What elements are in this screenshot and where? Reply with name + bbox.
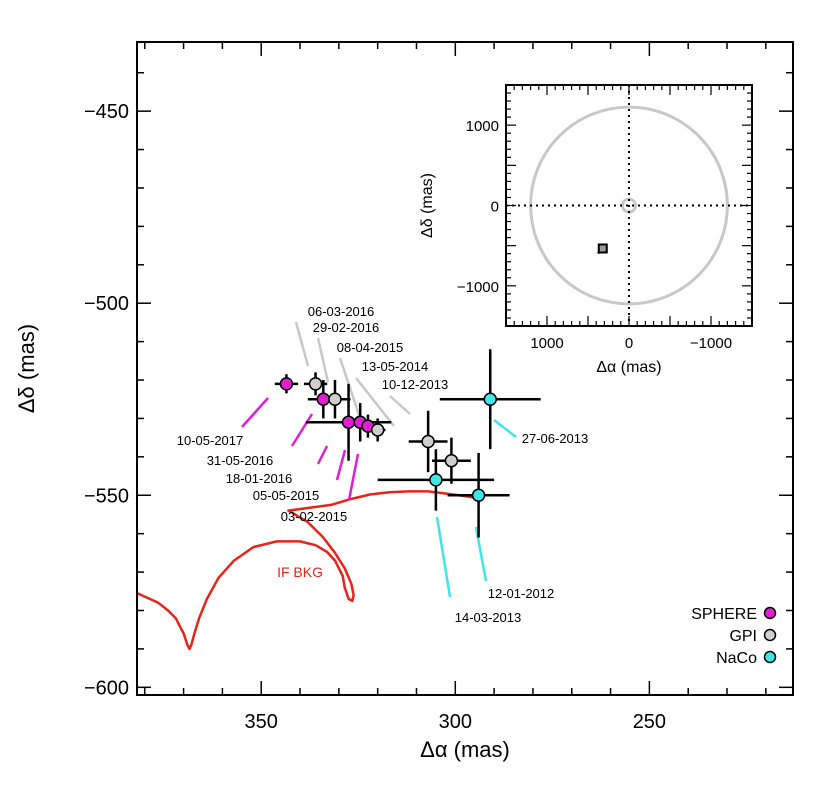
date-label: 03-02-2015: [281, 509, 348, 524]
inset-x-axis-title: Δα (mas): [596, 359, 661, 376]
x-tick-label: 300: [439, 711, 472, 733]
date-leader-line: [347, 453, 360, 501]
y-tick-label: −500: [84, 293, 129, 315]
date-leader-line: [335, 449, 347, 481]
inset-plot: 1000 0 −1000 1000 0 −1000 Δα (mas) Δδ (mas): [419, 84, 753, 376]
main-plot: IF BKG 10-05-2017 31-05-2016 18-01-2016 05-…: [14, 41, 794, 762]
date-label: 10-12-2013: [382, 377, 449, 392]
date-leader-line: [316, 337, 330, 383]
date-leader-lines: [241, 321, 517, 598]
data-point-sphere: [316, 392, 331, 406]
inset-y-axis-title: Δδ (mas): [419, 173, 436, 238]
date-leader-line: [355, 377, 395, 427]
date-leader-line: [241, 397, 269, 428]
inset-tick-labels: 1000 0 −1000 1000 0 −1000: [457, 118, 732, 352]
inset-marker-cluster: [597, 243, 608, 254]
data-point-gpi: [421, 434, 435, 449]
inset-crosshair: [506, 85, 752, 326]
y-tick-label: −550: [84, 485, 129, 507]
y-tick-label: −600: [84, 677, 129, 699]
inset-x-tick-label: −1000: [690, 335, 732, 352]
tick-labels: 350 300 250 −450 −500 −550 −600: [84, 101, 666, 733]
x-axis-title: Δα (mas): [420, 737, 510, 762]
inset-x-tick-label: 1000: [530, 335, 563, 352]
inset-y-tick-label: −1000: [457, 279, 499, 296]
date-label: 08-04-2015: [337, 340, 404, 355]
y-axis-title: Δδ (mas): [14, 324, 39, 413]
date-label: 29-02-2016: [313, 320, 380, 335]
legend-marker-sphere: [763, 606, 777, 620]
data-point-naco: [483, 392, 497, 406]
inset-y-tick-label: 1000: [466, 118, 499, 135]
data-point-sphere: [341, 415, 356, 430]
date-labels: 10-05-2017 31-05-2016 18-01-2016 05-05-2015…: [177, 304, 589, 625]
date-label: 14-03-2013: [455, 610, 522, 625]
legend-marker-naco: [763, 650, 777, 664]
date-label: 10-05-2017: [177, 433, 244, 448]
x-tick-label: 350: [245, 711, 278, 733]
background-track-line: [137, 490, 479, 651]
date-label: 27-06-2013: [522, 431, 589, 446]
inset-frame: [505, 84, 753, 327]
background-track-label: IF BKG: [277, 564, 323, 580]
legend-label-naco: NaCo: [716, 650, 757, 667]
date-label: 05-05-2015: [253, 488, 320, 503]
x-tick-label: 250: [633, 711, 666, 733]
date-leader-line: [493, 419, 517, 438]
date-leader-line: [389, 395, 411, 415]
legend-label-gpi: GPI: [729, 628, 757, 645]
date-label: 13-05-2014: [362, 359, 429, 374]
date-label: 18-01-2016: [226, 471, 293, 486]
data-point-sphere: [279, 377, 294, 391]
data-points: [279, 377, 497, 503]
data-point-gpi: [328, 392, 342, 406]
plot-frame: [136, 41, 794, 696]
legend-label-sphere: SPHERE: [691, 606, 757, 623]
date-leader-line: [294, 321, 310, 367]
axis-ticks: [137, 42, 793, 695]
date-label: 12-01-2012: [488, 586, 555, 601]
date-label: 31-05-2016: [207, 453, 274, 468]
inset-x-tick-label: 0: [625, 335, 633, 352]
inset-y-tick-label: 0: [491, 199, 499, 216]
date-leader-line: [435, 516, 452, 598]
data-point-naco: [429, 473, 443, 487]
data-point-gpi: [308, 377, 323, 391]
date-leader-line: [338, 357, 362, 419]
background-track: [137, 490, 479, 651]
date-label: 06-03-2016: [308, 304, 375, 319]
data-point-gpi: [370, 423, 385, 437]
legend-marker-gpi: [763, 628, 777, 642]
date-leader-line: [290, 413, 314, 447]
date-leader-line: [316, 445, 329, 465]
data-point-gpi: [444, 453, 459, 468]
inset-marker: [597, 243, 608, 254]
legend: SPHERE GPI NaCo: [691, 606, 777, 667]
y-tick-label: −450: [84, 101, 129, 123]
data-point-naco: [471, 488, 486, 503]
